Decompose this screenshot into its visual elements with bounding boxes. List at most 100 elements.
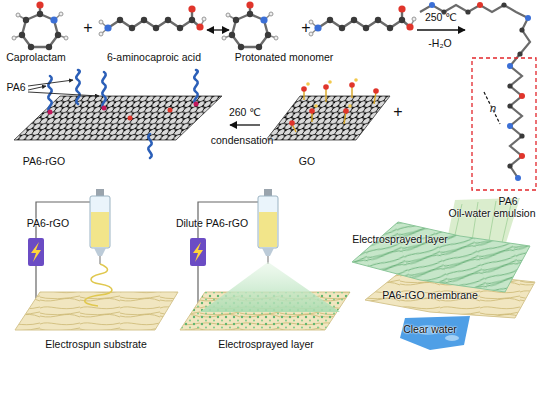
pa6-chain — [484, 92, 500, 124]
pa6-rgo-sheet — [194, 70, 197, 104]
go-sheet — [292, 86, 376, 132]
go-sheet — [374, 92, 376, 104]
electrospinning-setup — [15, 292, 178, 330]
protonated-molecule — [222, 1, 278, 50]
go-sheet — [266, 96, 390, 140]
electrospraying-setup — [180, 189, 350, 330]
pa6-rgo-sheet — [14, 70, 222, 158]
figure-label: Oil-water emulsion — [449, 208, 536, 220]
figure-label: + — [301, 19, 310, 37]
pa6-rgo-sheet — [28, 80, 73, 86]
pa6-chain — [519, 27, 524, 32]
pa6-chain — [517, 51, 522, 56]
go-sheet — [314, 104, 318, 108]
go-sheet — [354, 78, 358, 82]
separation-membrane — [352, 198, 535, 350]
figure-label: PA6-rGO membrane — [382, 290, 478, 302]
pa6-chain — [420, 2, 536, 190]
figure-label: Clear water — [403, 324, 457, 336]
aminocaproic-molecule — [99, 5, 206, 36]
compound-label: 6-aminocaproic acid — [107, 52, 201, 64]
pa6-rgo-sheet — [102, 106, 107, 111]
pa6-chain — [507, 83, 512, 88]
pa6-chain — [507, 163, 512, 168]
aminocaproic-molecule — [309, 5, 416, 36]
aminocaproic-molecule — [309, 5, 416, 36]
pa6-chain — [477, 2, 483, 8]
pa6-rgo-sheet — [48, 70, 197, 158]
aminocaproic-molecule — [99, 5, 206, 36]
pa6-rgo-sheet — [76, 70, 79, 104]
go-sheet — [306, 82, 310, 86]
go-sheet — [266, 78, 390, 140]
pa6-rgo-sheet — [128, 116, 133, 121]
go-sheet — [373, 88, 379, 94]
compound-node: PA6 — [468, 2, 539, 212]
reaction-arrow — [230, 124, 260, 125]
figure-label: PA6-rGO — [27, 218, 69, 230]
figure-label: n — [490, 102, 496, 114]
pa6-chain — [420, 5, 530, 178]
figure-label: Electrospun substrate — [45, 339, 147, 351]
figure-label: Electrosprayed layer — [352, 234, 448, 246]
go-sheet — [323, 84, 329, 90]
pa6-chain — [525, 15, 531, 21]
pa6-rgo-sheet — [28, 92, 99, 96]
compound-label: Protonated monomer — [235, 52, 334, 64]
pa6-chain — [507, 123, 513, 129]
pa6-chain — [501, 2, 506, 7]
electrospinning-setup — [28, 238, 44, 266]
pa6-chain — [515, 175, 521, 181]
figure-label: + — [83, 19, 92, 37]
electrospinning-setup — [15, 189, 178, 330]
compound-label: GO — [299, 156, 315, 168]
reaction-arrow — [417, 29, 465, 30]
electrospinning-setup — [85, 264, 112, 306]
caprolactam-molecule — [12, 1, 68, 50]
pa6-rgo-sheet — [102, 72, 105, 108]
figure-label: Electrosprayed layer — [218, 339, 314, 351]
protonated-molecule — [222, 1, 278, 50]
figure-label: condensation — [211, 135, 273, 147]
pa6-rgo-sheet — [194, 102, 199, 107]
go-sheet — [301, 86, 307, 92]
figure-label: -H₂O — [428, 38, 451, 50]
edge-label: 250 ℃ — [425, 12, 457, 24]
pa6-rgo-sheet — [48, 110, 53, 115]
pa6-chain — [429, 2, 435, 8]
go-sheet — [351, 86, 352, 98]
compound-node: Protonated monomer — [230, 2, 414, 64]
compound-label: Caprolactam — [6, 52, 66, 64]
reaction-arrow — [207, 29, 229, 30]
go-sheet — [343, 108, 349, 114]
go-sheet — [349, 82, 355, 88]
pa6-rgo-sheet — [28, 86, 46, 90]
pa6-rgo-sheet — [168, 108, 173, 113]
pa6-chain — [465, 9, 470, 14]
go-sheet — [325, 88, 326, 102]
electrospraying-setup — [190, 238, 206, 266]
pa6-rgo-sheet — [14, 96, 222, 140]
pa6-chain — [507, 63, 513, 69]
go-sheet — [309, 108, 315, 114]
figure-label: Dilute PA6-rGO — [176, 218, 248, 230]
electrospinning-setup — [90, 189, 110, 264]
go-sheet — [344, 112, 346, 124]
electrospraying-setup — [200, 262, 340, 312]
figure-label: + — [393, 103, 402, 121]
separation-membrane — [445, 335, 459, 341]
compound-node: GO — [262, 80, 392, 168]
go-sheet — [289, 120, 295, 126]
pa6-chain — [519, 93, 525, 99]
pa6-chain — [519, 133, 524, 138]
edge-label: 260 ℃ — [229, 107, 261, 119]
compound-node: Caprolactam — [2, 2, 82, 64]
go-sheet — [348, 104, 352, 108]
compound-label: PA6 — [498, 196, 517, 208]
separation-membrane — [400, 316, 470, 350]
pa6-chain — [507, 103, 512, 108]
compound-node: 6-aminocaproic acid — [98, 2, 206, 64]
pa6-chain — [472, 58, 536, 190]
go-sheet — [328, 80, 332, 84]
pa6-chain — [519, 153, 525, 159]
